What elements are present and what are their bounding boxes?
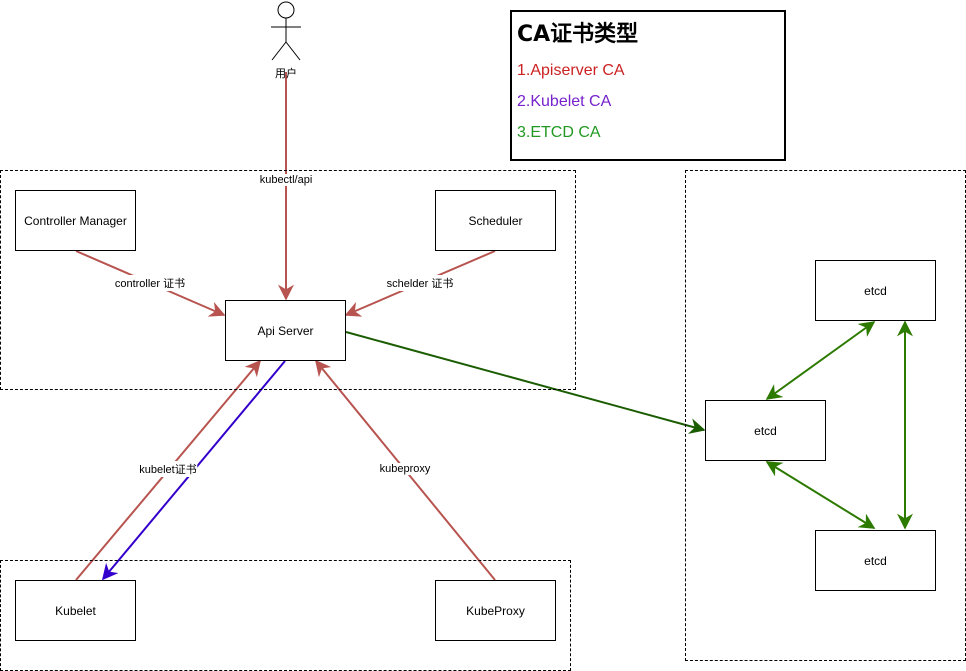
scheduler-node[interactable]: Scheduler <box>435 190 556 251</box>
api-server-node[interactable]: Api Server <box>225 300 346 361</box>
edge-label-kubelet-cert: kubelet证书 <box>138 461 198 477</box>
legend-title: CA证书类型 <box>517 22 639 47</box>
controller-manager-node[interactable]: Controller Manager <box>15 190 136 251</box>
kubelet-node[interactable]: Kubelet <box>15 580 136 641</box>
etcd-top-node[interactable]: etcd <box>815 260 936 321</box>
legend-item-kubelet: 2.Kubelet CA <box>517 93 612 110</box>
legend-item-apiserver: 1.Apiserver CA <box>517 62 625 79</box>
edge-label-controller-cert: controller 证书 <box>113 275 187 291</box>
control-plane-region <box>0 170 576 390</box>
edge-label-kubeproxy: kubeproxy <box>378 463 432 475</box>
kubeproxy-node[interactable]: KubeProxy <box>435 580 556 641</box>
user-label: 用户 <box>275 68 297 80</box>
edge-label-scheduler-cert: schelder 证书 <box>385 275 455 291</box>
edge-etcd-mid-top <box>765 321 876 400</box>
edge-apiserver-to-etcd <box>345 331 706 434</box>
edge-label-kubectl: kubectl/api <box>258 174 314 186</box>
ca-type-legend: CA证书类型 1.Apiserver CA 2.Kubelet CA 3.ETC… <box>510 10 786 161</box>
etcd-mid-node[interactable]: etcd <box>705 400 826 461</box>
user-actor-icon <box>271 1 301 61</box>
legend-item-etcd: 3.ETCD CA <box>517 124 601 141</box>
etcd-bottom-node[interactable]: etcd <box>815 530 936 591</box>
edge-etcd-mid-bottom <box>765 461 876 529</box>
